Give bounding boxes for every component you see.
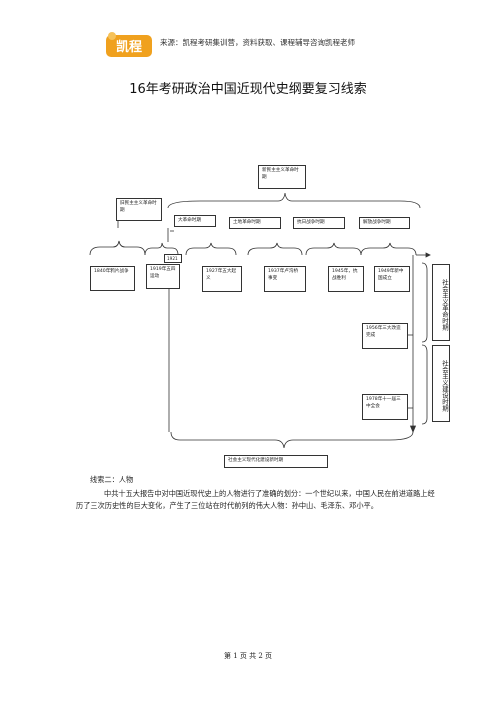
section-paragraph: 中共十五大报告中对中国近现代史上的人物进行了准确的划分：一个世纪以来，中国人民在… <box>76 488 436 512</box>
event-box-1956: 1956年三大改造完成 <box>362 323 408 349</box>
period-box-4: 解放战争时期 <box>359 217 410 229</box>
svg-text:凯程: 凯程 <box>116 39 142 55</box>
year-1921-box: 1921 <box>164 254 182 263</box>
event-box-1927: 1927年五大起义 <box>202 266 242 292</box>
section-heading: 线索二：人物 <box>90 475 134 484</box>
period-box-3: 抗日战争时期 <box>293 217 345 229</box>
source-text: 来源：凯程考研集训营，资料获取、课程辅导咨询凯程老师 <box>160 38 355 47</box>
modernization-box: 社会主义现代化建设新时期 <box>224 455 328 468</box>
socialist-construction-box: 社会主义建设时期 <box>432 345 450 422</box>
new-democratic-box: 新民主主义革命时期 <box>258 165 306 189</box>
socialist-revolution-box: 社会主义革命时期 <box>432 264 450 341</box>
old-democratic-box: 旧民主主义革命时期 <box>116 198 162 221</box>
event-box-1978: 1978年十一届三中全会 <box>362 394 408 420</box>
event-box-1949: 1949年新中国成立 <box>374 266 410 292</box>
event-box-1840: 1840年鸦片战争 <box>90 266 135 291</box>
event-box-1945: 1945年，抗战胜利 <box>328 266 364 292</box>
page-footer: 第 1 页 共 2 页 <box>223 652 273 660</box>
section-paragraph-text: 中共十五大报告中对中国近现代史上的人物进行了准确的划分：一个世纪以来，中国人民在… <box>76 489 435 510</box>
page-title: 16年考研政治中国近现代史纲要复习线索 <box>129 82 367 97</box>
period-box-2: 土地革命时期 <box>229 217 281 229</box>
event-box-1919: 1919年五四运动 <box>146 264 180 289</box>
kaicheng-logo: 凯程 <box>104 30 154 60</box>
event-box-1937: 1937年卢沟桥事变 <box>264 266 306 292</box>
period-box-1: 大革命时期 <box>174 215 216 227</box>
